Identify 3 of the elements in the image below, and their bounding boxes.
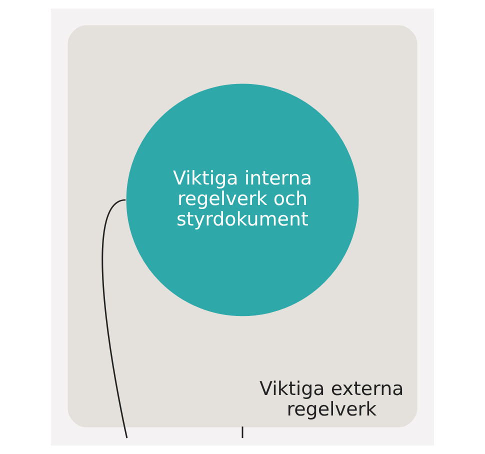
connector	[242, 426, 244, 438]
connector	[102, 199, 128, 438]
node-circle: Viktiga interna regelverk och styrdokument	[126, 84, 359, 316]
